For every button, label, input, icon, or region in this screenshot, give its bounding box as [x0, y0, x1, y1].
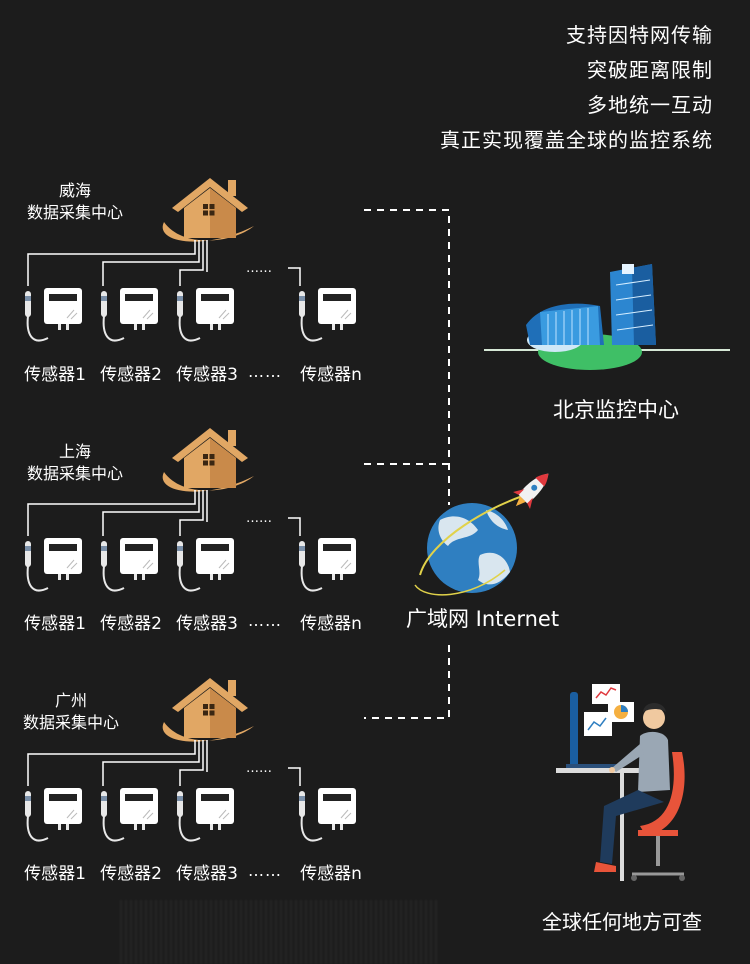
site-label: 上海 数据采集中心	[0, 441, 150, 485]
wiring-ellipsis: ……	[246, 761, 272, 776]
connection-weihai	[364, 209, 450, 505]
sensor-label: 传感器2	[100, 864, 162, 884]
house-icon	[162, 178, 254, 242]
sensor-label: 传感器3	[176, 614, 238, 634]
sensor-icon	[24, 787, 83, 842]
beijing-label: 北京监控中心	[553, 398, 679, 422]
sensor-icon	[100, 537, 159, 592]
internet-label: 广域网 Internet	[406, 607, 560, 631]
sensor-icon	[100, 787, 159, 842]
sensor-label: 传感器3	[176, 864, 238, 884]
slogan-3: 多地统一互动	[587, 93, 713, 117]
sensor-icon	[176, 787, 235, 842]
sensor-icon	[176, 537, 235, 592]
building-icon	[484, 264, 730, 370]
site-subtitle: 数据采集中心	[22, 713, 119, 732]
sensor-icon	[298, 537, 357, 592]
sensor-label: 传感器2	[100, 614, 162, 634]
site-subtitle: 数据采集中心	[26, 464, 123, 483]
sensor-label: 传感器n	[300, 864, 362, 884]
wiring-ellipsis: ……	[246, 511, 272, 526]
sensor-ellipsis: ……	[248, 362, 282, 381]
globe-icon	[414, 491, 536, 596]
global-access-label: 全球任何地方可查	[542, 910, 702, 934]
bottom-glow	[120, 900, 440, 964]
slogan-list: 支持因特网传输 突破距离限制 多地统一互动 真正实现覆盖全球的监控系统	[440, 18, 713, 158]
sensor-label: 传感器2	[100, 365, 162, 385]
sensor-icon	[24, 287, 83, 342]
wiring-guangzhou	[27, 740, 301, 786]
sensor-label: 传感器1	[24, 614, 86, 634]
wiring-shanghai	[27, 490, 301, 536]
wiring-weihai	[27, 240, 301, 286]
site-label: 威海 数据采集中心	[0, 180, 150, 224]
sensor-label: 传感器n	[300, 614, 362, 634]
sensor-icon	[24, 537, 83, 592]
slogan-1: 支持因特网传输	[566, 23, 713, 47]
sensor-ellipsis: ……	[248, 861, 282, 880]
sensor-label: 传感器n	[300, 365, 362, 385]
sensor-icon	[176, 287, 235, 342]
site-city: 上海	[58, 442, 91, 461]
sensor-icon	[100, 287, 159, 342]
slogan-4: 真正实现覆盖全球的监控系统	[440, 128, 713, 152]
sensor-label: 传感器3	[176, 365, 238, 385]
rocket-icon	[513, 473, 549, 509]
house-icon	[162, 678, 254, 742]
wiring-ellipsis: ……	[246, 261, 272, 276]
site-subtitle: 数据采集中心	[26, 203, 123, 222]
site-city: 广州	[54, 691, 87, 710]
site-label: 广州 数据采集中心	[0, 690, 146, 734]
sensor-icon	[298, 287, 357, 342]
sensor-label: 传感器1	[24, 864, 86, 884]
sensor-label: 传感器1	[24, 365, 86, 385]
house-icon	[162, 428, 254, 492]
person-computer-icon	[556, 684, 685, 881]
sensor-icon	[298, 787, 357, 842]
slogan-2: 突破距离限制	[587, 58, 713, 82]
site-city: 威海	[58, 181, 91, 200]
sensor-ellipsis: ……	[248, 611, 282, 630]
